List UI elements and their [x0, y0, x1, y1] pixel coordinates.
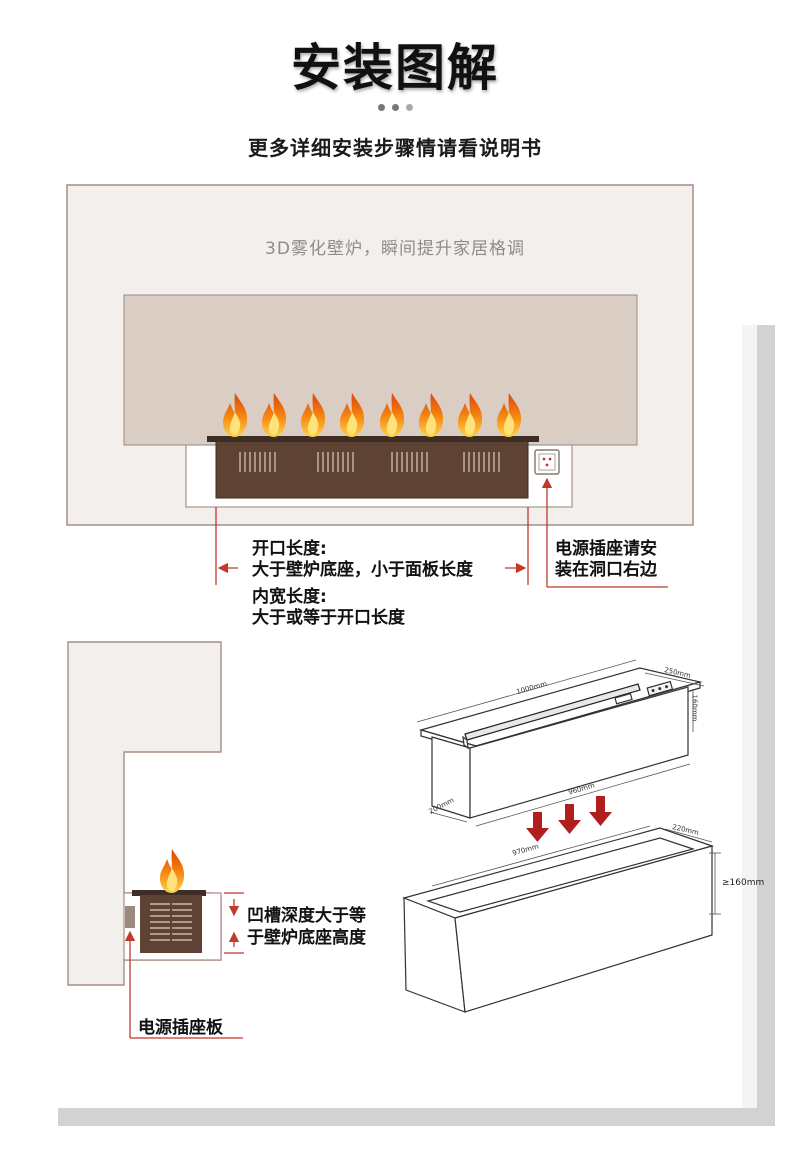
- groove-depth-line1: 凹槽深度大于等: [247, 906, 366, 926]
- dot-icon: [405, 104, 413, 111]
- opening-length-callout: [215, 507, 529, 585]
- dot-icon: [377, 104, 385, 111]
- fireplace-body: [215, 439, 529, 499]
- backdrop-panel: [742, 325, 757, 1108]
- groove-depth-line2: 于壁炉底座高度: [247, 928, 366, 948]
- groove-box-iso: [402, 827, 715, 1013]
- opening-length-label: 开口长度:: [252, 539, 327, 559]
- fireplace-insert-iso: [418, 667, 703, 819]
- opening-length-desc: 大于壁炉底座，小于面板长度: [252, 560, 473, 580]
- down-arrow-icon: [558, 804, 581, 834]
- side-fireplace-top: [132, 890, 206, 896]
- down-arrow-icon: [526, 812, 549, 842]
- dim-height: 160mm: [690, 694, 699, 722]
- side-vent-grille: [150, 902, 192, 944]
- iso-dim-lines: [416, 659, 705, 827]
- side-flame-icon: [160, 849, 185, 893]
- backdrop-shadow-bottom: [58, 1108, 775, 1126]
- socket-note-line2: 装在洞口右边: [555, 560, 657, 580]
- power-socket-icon: [534, 449, 560, 475]
- backdrop-shadow-right: [757, 325, 775, 1125]
- vent-grilles: [239, 452, 500, 472]
- dim-groove-depth: ≥160mm: [722, 878, 765, 888]
- inner-width-label: 内宽长度:: [252, 587, 327, 607]
- groove-depth-callout: [224, 892, 244, 954]
- wall-caption: 3D雾化壁炉，瞬间提升家居格调: [265, 239, 525, 259]
- page-title: 安装图解: [291, 39, 499, 97]
- down-arrows: [526, 796, 612, 842]
- fireplace-top-plate: [207, 436, 539, 442]
- socket-note-line1: 电源插座请安: [555, 539, 657, 559]
- socket-callout-line: [541, 477, 668, 588]
- pagination-dots: [0, 104, 790, 111]
- dot-icon: [391, 104, 399, 111]
- down-arrow-icon: [589, 796, 612, 826]
- socket-board-plate: [125, 906, 135, 928]
- socket-board-callout: [124, 930, 243, 1039]
- inner-width-desc: 大于或等于开口长度: [252, 608, 405, 628]
- socket-board-label: 电源插座板: [138, 1018, 223, 1038]
- page-subtitle: 更多详细安装步骤情请看说明书: [248, 136, 542, 160]
- groove-dim-lines: [431, 825, 721, 915]
